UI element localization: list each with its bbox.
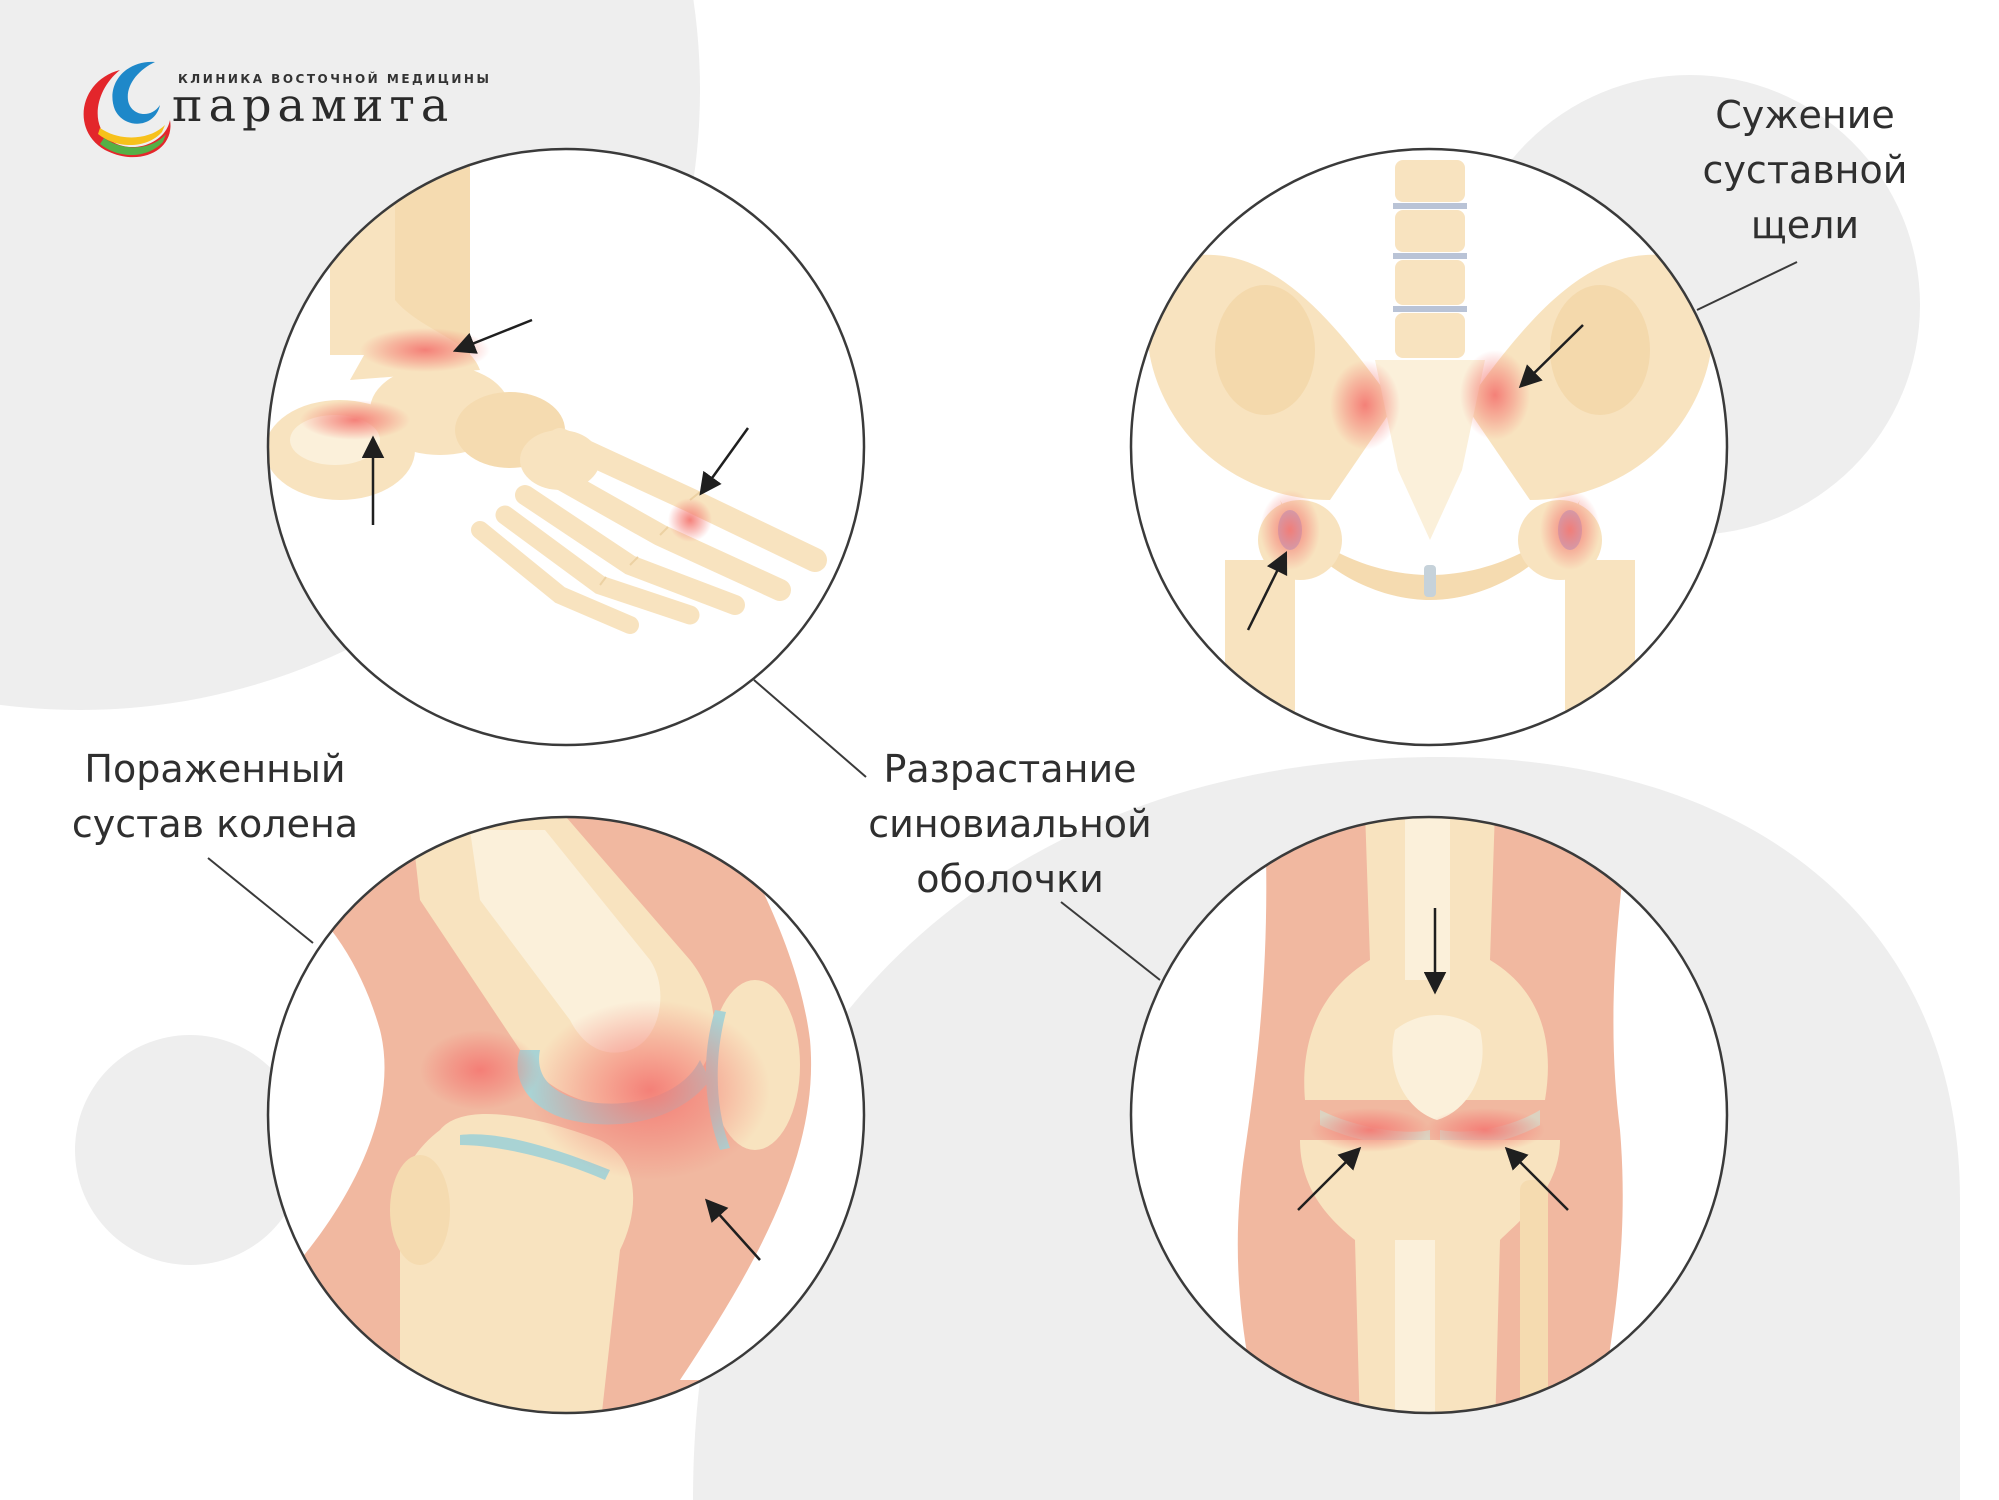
knee-front-circle	[1129, 815, 1729, 1415]
pelvis-illustration	[1147, 160, 1713, 745]
circle-outlines	[266, 147, 1729, 1415]
logo-name: парамита	[172, 78, 455, 132]
arrow-icon	[452, 318, 533, 354]
label-synovial: Разрастание синовиальной оболочки	[860, 742, 1160, 907]
label-spine: Сужение суставной щели	[1665, 88, 1945, 253]
label-synovial-line: Разрастание	[883, 747, 1137, 791]
label-synovial-line: оболочки	[916, 857, 1104, 901]
pelvis-circle	[1129, 147, 1729, 747]
foot-arrows	[361, 318, 750, 525]
leader-line-spine	[1696, 261, 1798, 311]
pelvis-arrows	[1246, 324, 1584, 631]
label-synovial-line: синовиальной	[868, 802, 1152, 846]
arrow-icon	[1297, 1146, 1362, 1211]
label-spine-line: щели	[1750, 203, 1860, 247]
label-spine-line: Сужение	[1715, 93, 1895, 137]
label-spine-line: суставной	[1702, 148, 1908, 192]
logo-tagline: клиника восточной медицины	[178, 72, 492, 86]
arrow-icon	[1246, 550, 1288, 631]
label-knee-left-line: Пораженный	[84, 747, 346, 791]
leader-line-synovial-bottom	[1060, 901, 1161, 981]
knee-front-arrows	[1297, 908, 1569, 1211]
arrow-icon	[1518, 324, 1584, 389]
label-knee-left-line: сустав колена	[71, 802, 359, 846]
knee-front-illustration	[1237, 817, 1630, 1413]
label-knee-left: Пораженный сустав колена	[55, 742, 375, 852]
leader-line-synovial-top	[753, 679, 867, 778]
foot-circle	[266, 147, 866, 747]
arrow-icon	[1504, 1146, 1569, 1211]
logo-swirl-icon	[83, 61, 171, 158]
arrow-icon	[704, 1198, 761, 1261]
leader-line-knee-left	[207, 857, 314, 944]
arrow-icon	[699, 427, 750, 496]
knee-side-circle	[266, 815, 866, 1415]
leader-lines	[207, 261, 1798, 981]
knee-side-arrows	[704, 1198, 761, 1261]
